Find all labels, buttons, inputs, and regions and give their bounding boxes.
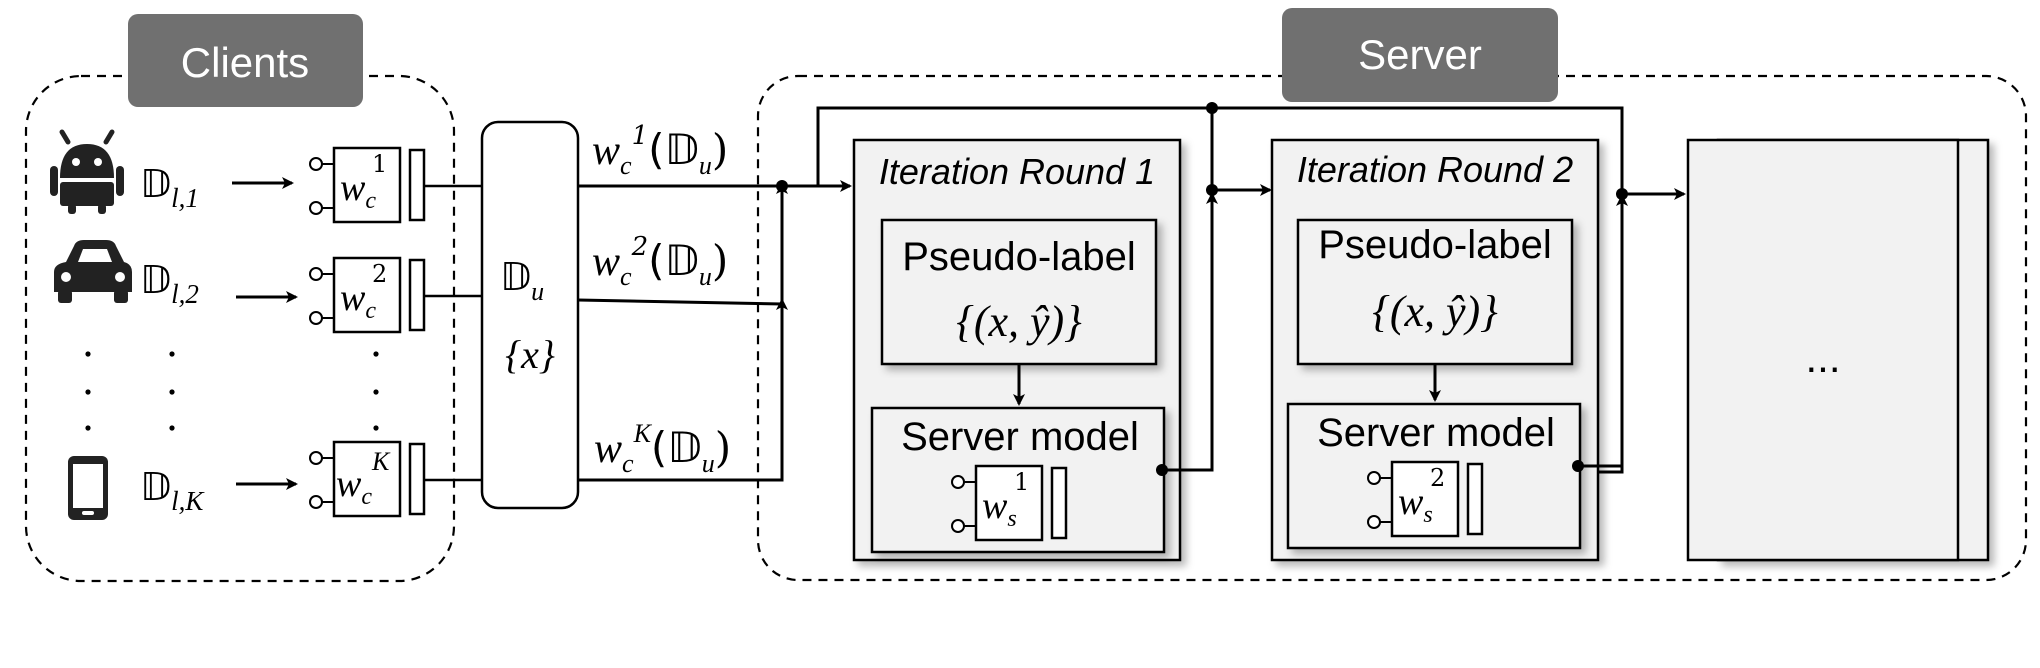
continuation-ellipsis: ...	[1805, 334, 1840, 381]
server-weight-label: ws	[1398, 481, 1433, 528]
server-weight-block: ws 2	[1367, 460, 1484, 538]
server-model-title: Server model	[1317, 411, 1555, 455]
server-weight-superscript: 2	[1430, 464, 1445, 492]
upload-label-1: wc1(𝔻u)	[592, 121, 728, 180]
client-data-label: 𝔻l,1	[140, 162, 199, 213]
upload-label-k: wcK(𝔻u)	[594, 419, 731, 478]
clients-boundary	[24, 74, 456, 583]
phone-icon	[68, 456, 108, 520]
client-to-data-connectors	[424, 184, 482, 482]
server-weight-block: ws 1	[951, 464, 1068, 542]
server-model-title: Server model	[901, 415, 1139, 459]
client-weight-superscript: 2	[372, 260, 387, 288]
round2-output-line	[1578, 198, 1624, 468]
clients-badge	[128, 14, 363, 107]
round-title: Iteration Round 2	[1297, 149, 1573, 190]
client-row-k: 𝔻l,K wc K	[68, 440, 426, 520]
pseudo-label-box	[1296, 218, 1574, 366]
server-weight-label: ws	[982, 485, 1017, 532]
client-data-label: 𝔻l,K	[140, 465, 205, 516]
client-weight-label: wc	[340, 167, 376, 214]
client-model-block: wc 1	[309, 146, 426, 224]
server-badge	[1282, 8, 1558, 102]
iteration-round-2: Iteration Round 2 Pseudo-label {(x, ŷ)} …	[1270, 138, 1600, 562]
client-data-label: 𝔻l,2	[140, 258, 199, 309]
top-bypass-line	[816, 106, 1624, 474]
upload-label-2: wc2(𝔻u)	[592, 232, 728, 291]
client-weight-superscript: 1	[372, 150, 387, 178]
server-weight-superscript: 1	[1014, 468, 1029, 496]
client-weight-superscript: K	[371, 447, 391, 476]
client-row-1: 𝔻l,1 wc 1	[50, 129, 426, 224]
pseudo-label-formula: {(x, ŷ)}	[956, 297, 1082, 346]
pseudo-label-title: Pseudo-label	[902, 235, 1136, 279]
client-weight-label: wc	[340, 277, 376, 324]
server-title: Server	[1358, 31, 1482, 78]
pseudo-label-box	[880, 218, 1158, 366]
car-icon	[54, 240, 132, 303]
unlabeled-data-symbol: 𝔻u	[500, 255, 544, 306]
pseudo-label-title: Pseudo-label	[1318, 223, 1552, 267]
client-weight-label: wc	[336, 463, 372, 510]
clients-title: Clients	[181, 39, 309, 86]
client-row-2: 𝔻l,2 wc 2	[54, 240, 426, 334]
server-group: Server Iteration Round 1 Pseudo-label {(…	[756, 8, 2028, 582]
client-model-block: wc K	[309, 440, 426, 518]
continuation-stack: ...	[1686, 138, 1990, 562]
clients-group: Clients 𝔻l,1	[24, 14, 456, 583]
unlabeled-data-samples: {x}	[505, 332, 555, 377]
upload-labels: wc1(𝔻u) wc2(𝔻u) wcK(𝔻u)	[592, 121, 731, 478]
unlabeled-data-box: 𝔻u {x}	[480, 120, 580, 510]
pseudo-label-formula: {(x, ŷ)}	[1372, 287, 1498, 336]
upload-lines	[577, 184, 784, 482]
client-model-block: wc 2	[309, 256, 426, 334]
iteration-round-1: Iteration Round 1 Pseudo-label {(x, ŷ)} …	[852, 138, 1182, 562]
android-icon	[50, 129, 124, 214]
client-ellipsis	[85, 351, 379, 431]
round-title: Iteration Round 1	[879, 151, 1155, 192]
round1-output-line	[1162, 194, 1214, 472]
